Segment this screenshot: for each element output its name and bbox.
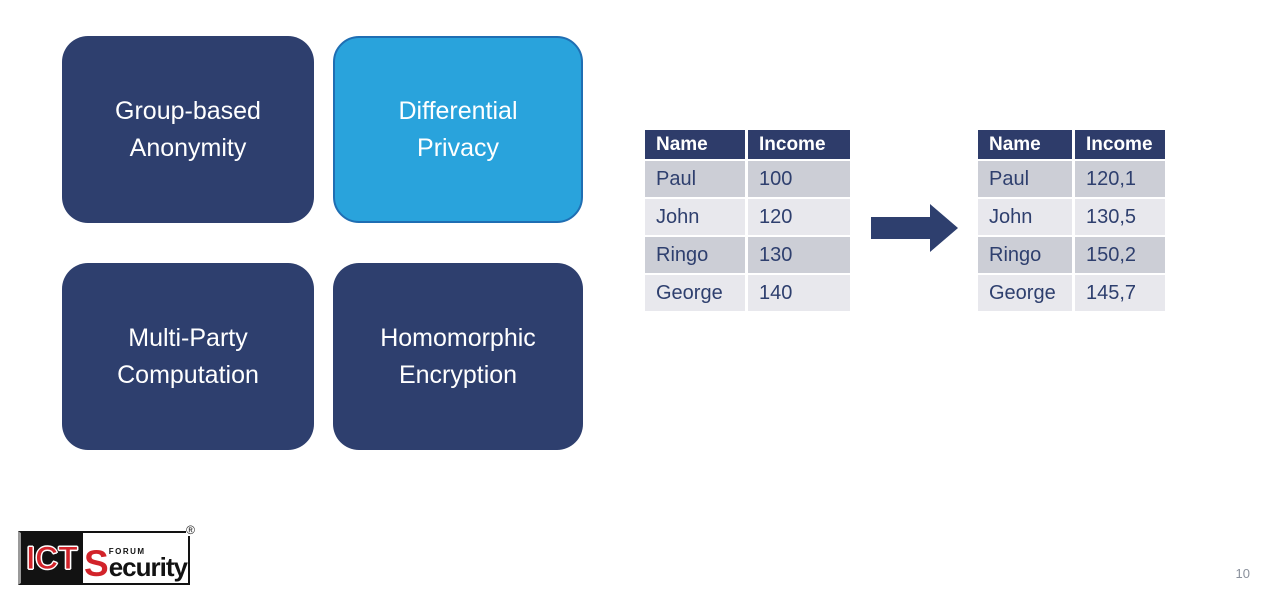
table-cell: 140	[748, 275, 850, 311]
logo-ict-text: ICT	[21, 533, 83, 583]
box-label-line: Anonymity	[129, 133, 247, 162]
table-cell: 100	[748, 161, 850, 197]
logo-forum-text: FORUM	[108, 547, 146, 556]
box-label-line: Homomorphic	[380, 323, 536, 352]
concept-box-group-based-anonymity: Group-based Anonymity	[62, 36, 314, 223]
table-cell: George	[645, 275, 745, 311]
box-label-line: Differential	[398, 96, 518, 125]
logo-s-letter: S	[84, 543, 109, 584]
box-label-line: Privacy	[417, 133, 499, 162]
concept-box-multi-party-computation: Multi-Party Computation	[62, 263, 314, 450]
page-number: 10	[1235, 566, 1250, 581]
table-income-before: Name Income Paul 100 John 120 Ringo 130 …	[645, 130, 850, 311]
column-header: Name	[645, 130, 745, 159]
table-cell: 130,5	[1075, 199, 1165, 235]
concept-box-homomorphic-encryption: Homomorphic Encryption	[333, 263, 583, 450]
table-cell: 145,7	[1075, 275, 1165, 311]
logo-security-text: S FORUM ecurity ®	[83, 524, 195, 584]
table-cell: John	[978, 199, 1072, 235]
table-cell: 120	[748, 199, 850, 235]
table-cell: 120,1	[1075, 161, 1165, 197]
box-label-line: Group-based	[115, 96, 261, 125]
box-label-line: Computation	[117, 360, 259, 389]
column-header: Income	[1075, 130, 1165, 159]
concept-box-differential-privacy: Differential Privacy	[333, 36, 583, 223]
column-header: Name	[978, 130, 1072, 159]
table-cell: 150,2	[1075, 237, 1165, 273]
box-label-line: Multi-Party	[128, 323, 248, 352]
table-cell: Ringo	[978, 237, 1072, 273]
table-income-after: Name Income Paul 120,1 John 130,5 Ringo …	[978, 130, 1165, 311]
ict-security-forum-logo: ICT S FORUM ecurity ®	[18, 524, 195, 585]
table-cell: George	[978, 275, 1072, 311]
logo-rest: FORUM ecurity	[108, 547, 188, 582]
table-cell: Paul	[978, 161, 1072, 197]
table-cell: Paul	[645, 161, 745, 197]
column-header: Income	[748, 130, 850, 159]
table-cell: 130	[748, 237, 850, 273]
right-arrow-icon	[871, 204, 958, 252]
registered-trademark-icon: ®	[186, 523, 195, 537]
table-cell: John	[645, 199, 745, 235]
box-label-line: Encryption	[398, 360, 518, 389]
table-cell: Ringo	[645, 237, 745, 273]
logo-ecurity-text: ecurity	[108, 552, 188, 582]
